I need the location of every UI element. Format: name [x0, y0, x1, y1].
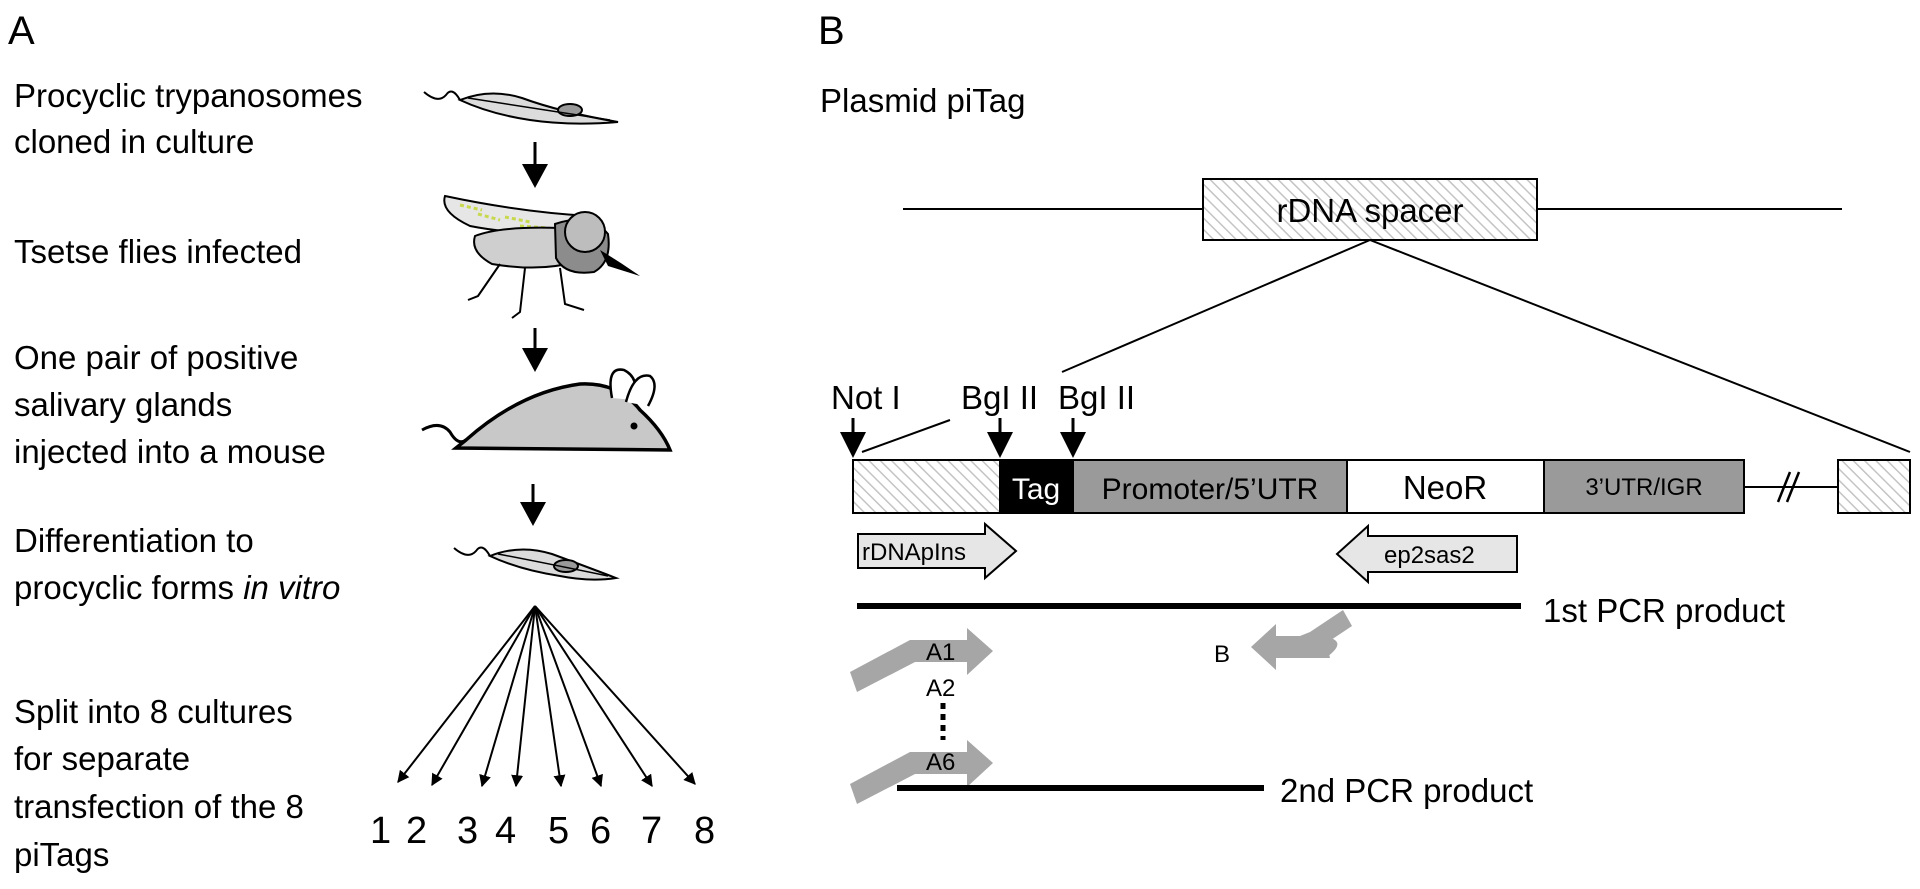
- trypanosome-icon: [453, 546, 620, 581]
- culture-number-7: 7: [641, 810, 662, 852]
- step-1-line-1: Procyclic trypanosomes: [14, 77, 362, 114]
- rdna-end-segment: [1837, 459, 1911, 514]
- split-arrow-8: [534, 605, 696, 785]
- step-4-line-2: procyclic forms in vitro: [14, 569, 340, 606]
- culture-number-5: 5: [548, 810, 569, 852]
- step-3-line-1: One pair of positive: [14, 339, 298, 376]
- site-bgl-ii-2: BgI II: [1058, 379, 1135, 416]
- split-arrow-6: [534, 605, 603, 788]
- split-arrow-2: [431, 605, 536, 787]
- split-arrow-7: [534, 605, 653, 788]
- primer-ep2sas2: ep2sas2: [1335, 523, 1518, 585]
- site-marker-bgl-ii-1: [987, 432, 1013, 458]
- utr3-segment: [1543, 459, 1745, 514]
- site-not-i: Not I: [831, 379, 901, 416]
- culture-number-4: 4: [495, 810, 516, 852]
- step-3-text: One pair of positive salivary glands inj…: [14, 339, 326, 470]
- step-5-line-1: Split into 8 cultures: [14, 693, 293, 730]
- step-5-line-2: for separate: [14, 740, 190, 777]
- step-5-line-4: piTags: [14, 836, 109, 873]
- step-2-text: Tsetse flies infected: [14, 233, 302, 270]
- step-1-line-2: cloned in culture: [14, 123, 254, 160]
- construct-map: Tag Promoter/5’UTR NeoR 3’UTR/IGR: [852, 459, 1911, 514]
- rdna-spacer-box: [1202, 178, 1538, 241]
- plasmid-title: Plasmid piTag: [820, 82, 1025, 119]
- panel-a-label: A: [8, 9, 35, 53]
- first-pcr-product-label: 1st PCR product: [1543, 592, 1785, 629]
- culture-number-1: 1: [370, 810, 391, 852]
- neor-label: NeoR: [1403, 469, 1487, 506]
- zoom-lines: [861, 239, 1911, 453]
- rdna-insert-segment: [852, 459, 1001, 514]
- primer-a6-label: A6: [926, 749, 955, 776]
- step-2-line-1: Tsetse flies infected: [14, 233, 302, 270]
- panel-b-label: B: [818, 9, 845, 53]
- primer-a1-label: A1: [926, 639, 955, 666]
- flow-arrow: [520, 484, 546, 526]
- second-pcr-product: 2nd PCR product: [897, 772, 1533, 809]
- promoter-label: Promoter/5’UTR: [1102, 473, 1319, 506]
- first-pcr-product: 1st PCR product: [857, 592, 1785, 629]
- plasmid-backbone: rDNA spacer: [903, 178, 1842, 241]
- split-arrow-1: [397, 605, 536, 783]
- culture-number-2: 2: [406, 810, 427, 852]
- step-4-italic: in vitro: [243, 569, 340, 606]
- step-5-text: Split into 8 cultures for separate trans…: [14, 693, 304, 873]
- step-4-line-2-text: procyclic forms: [14, 569, 243, 606]
- split-arrow-3: [479, 605, 536, 788]
- site-marker-not-i: [840, 432, 866, 458]
- tag-label: Tag: [1012, 473, 1060, 506]
- utr3-label: 3’UTR/IGR: [1585, 474, 1702, 501]
- step-4-line-1: Differentiation to: [14, 522, 254, 559]
- step-5-line-3: transfection of the 8: [14, 788, 304, 825]
- split-arrow-4: [511, 605, 536, 788]
- primer-rdnapins-label: rDNApIns: [862, 539, 966, 566]
- split-arrows: [397, 605, 696, 788]
- break-marks: [1776, 471, 1801, 503]
- culture-number-8: 8: [694, 810, 715, 852]
- split-arrow-5: [534, 605, 566, 788]
- trypanosome-icon: [423, 90, 619, 125]
- second-pcr-product-label: 2nd PCR product: [1280, 772, 1533, 809]
- tag-segment: [999, 459, 1074, 514]
- site-bgl-ii-1: BgI II: [961, 379, 1038, 416]
- step-3-line-3: injected into a mouse: [14, 433, 326, 470]
- culture-number-3: 3: [457, 810, 478, 852]
- primer-b-label: B: [1214, 641, 1230, 668]
- step-1-text: Procyclic trypanosomes cloned in culture: [14, 77, 362, 160]
- primer-a1: A1: [850, 628, 993, 692]
- primer-b: B: [1214, 610, 1352, 670]
- tsetse-fly-icon: [443, 194, 640, 319]
- primer-rdnapins: rDNApIns: [857, 521, 1018, 581]
- panel-a: A Procyclic trypanosomes cloned in cultu…: [8, 9, 715, 873]
- site-markers: [840, 418, 1086, 458]
- restriction-sites: Not I BgI II BgI II: [831, 379, 1135, 416]
- panel-b: B Plasmid piTag rDNA spacer Not I BgI II…: [818, 9, 1911, 809]
- flow-arrow: [522, 142, 548, 188]
- primer-ep2sas2-label: ep2sas2: [1384, 542, 1475, 569]
- site-marker-bgl-ii-2: [1060, 432, 1086, 458]
- primer-a2-label: A2: [926, 675, 955, 702]
- step-3-line-2: salivary glands: [14, 386, 232, 423]
- culture-number-6: 6: [590, 810, 611, 852]
- culture-numbers: 1 2 3 4 5 6 7 8: [370, 810, 715, 852]
- promoter-segment: [1072, 459, 1348, 514]
- primer-a6: A6: [850, 740, 993, 804]
- step-4-text: Differentiation to procyclic forms in vi…: [14, 522, 340, 606]
- rdna-spacer-label: rDNA spacer: [1276, 192, 1463, 229]
- mouse-icon: [421, 368, 673, 452]
- flow-arrow: [522, 328, 548, 372]
